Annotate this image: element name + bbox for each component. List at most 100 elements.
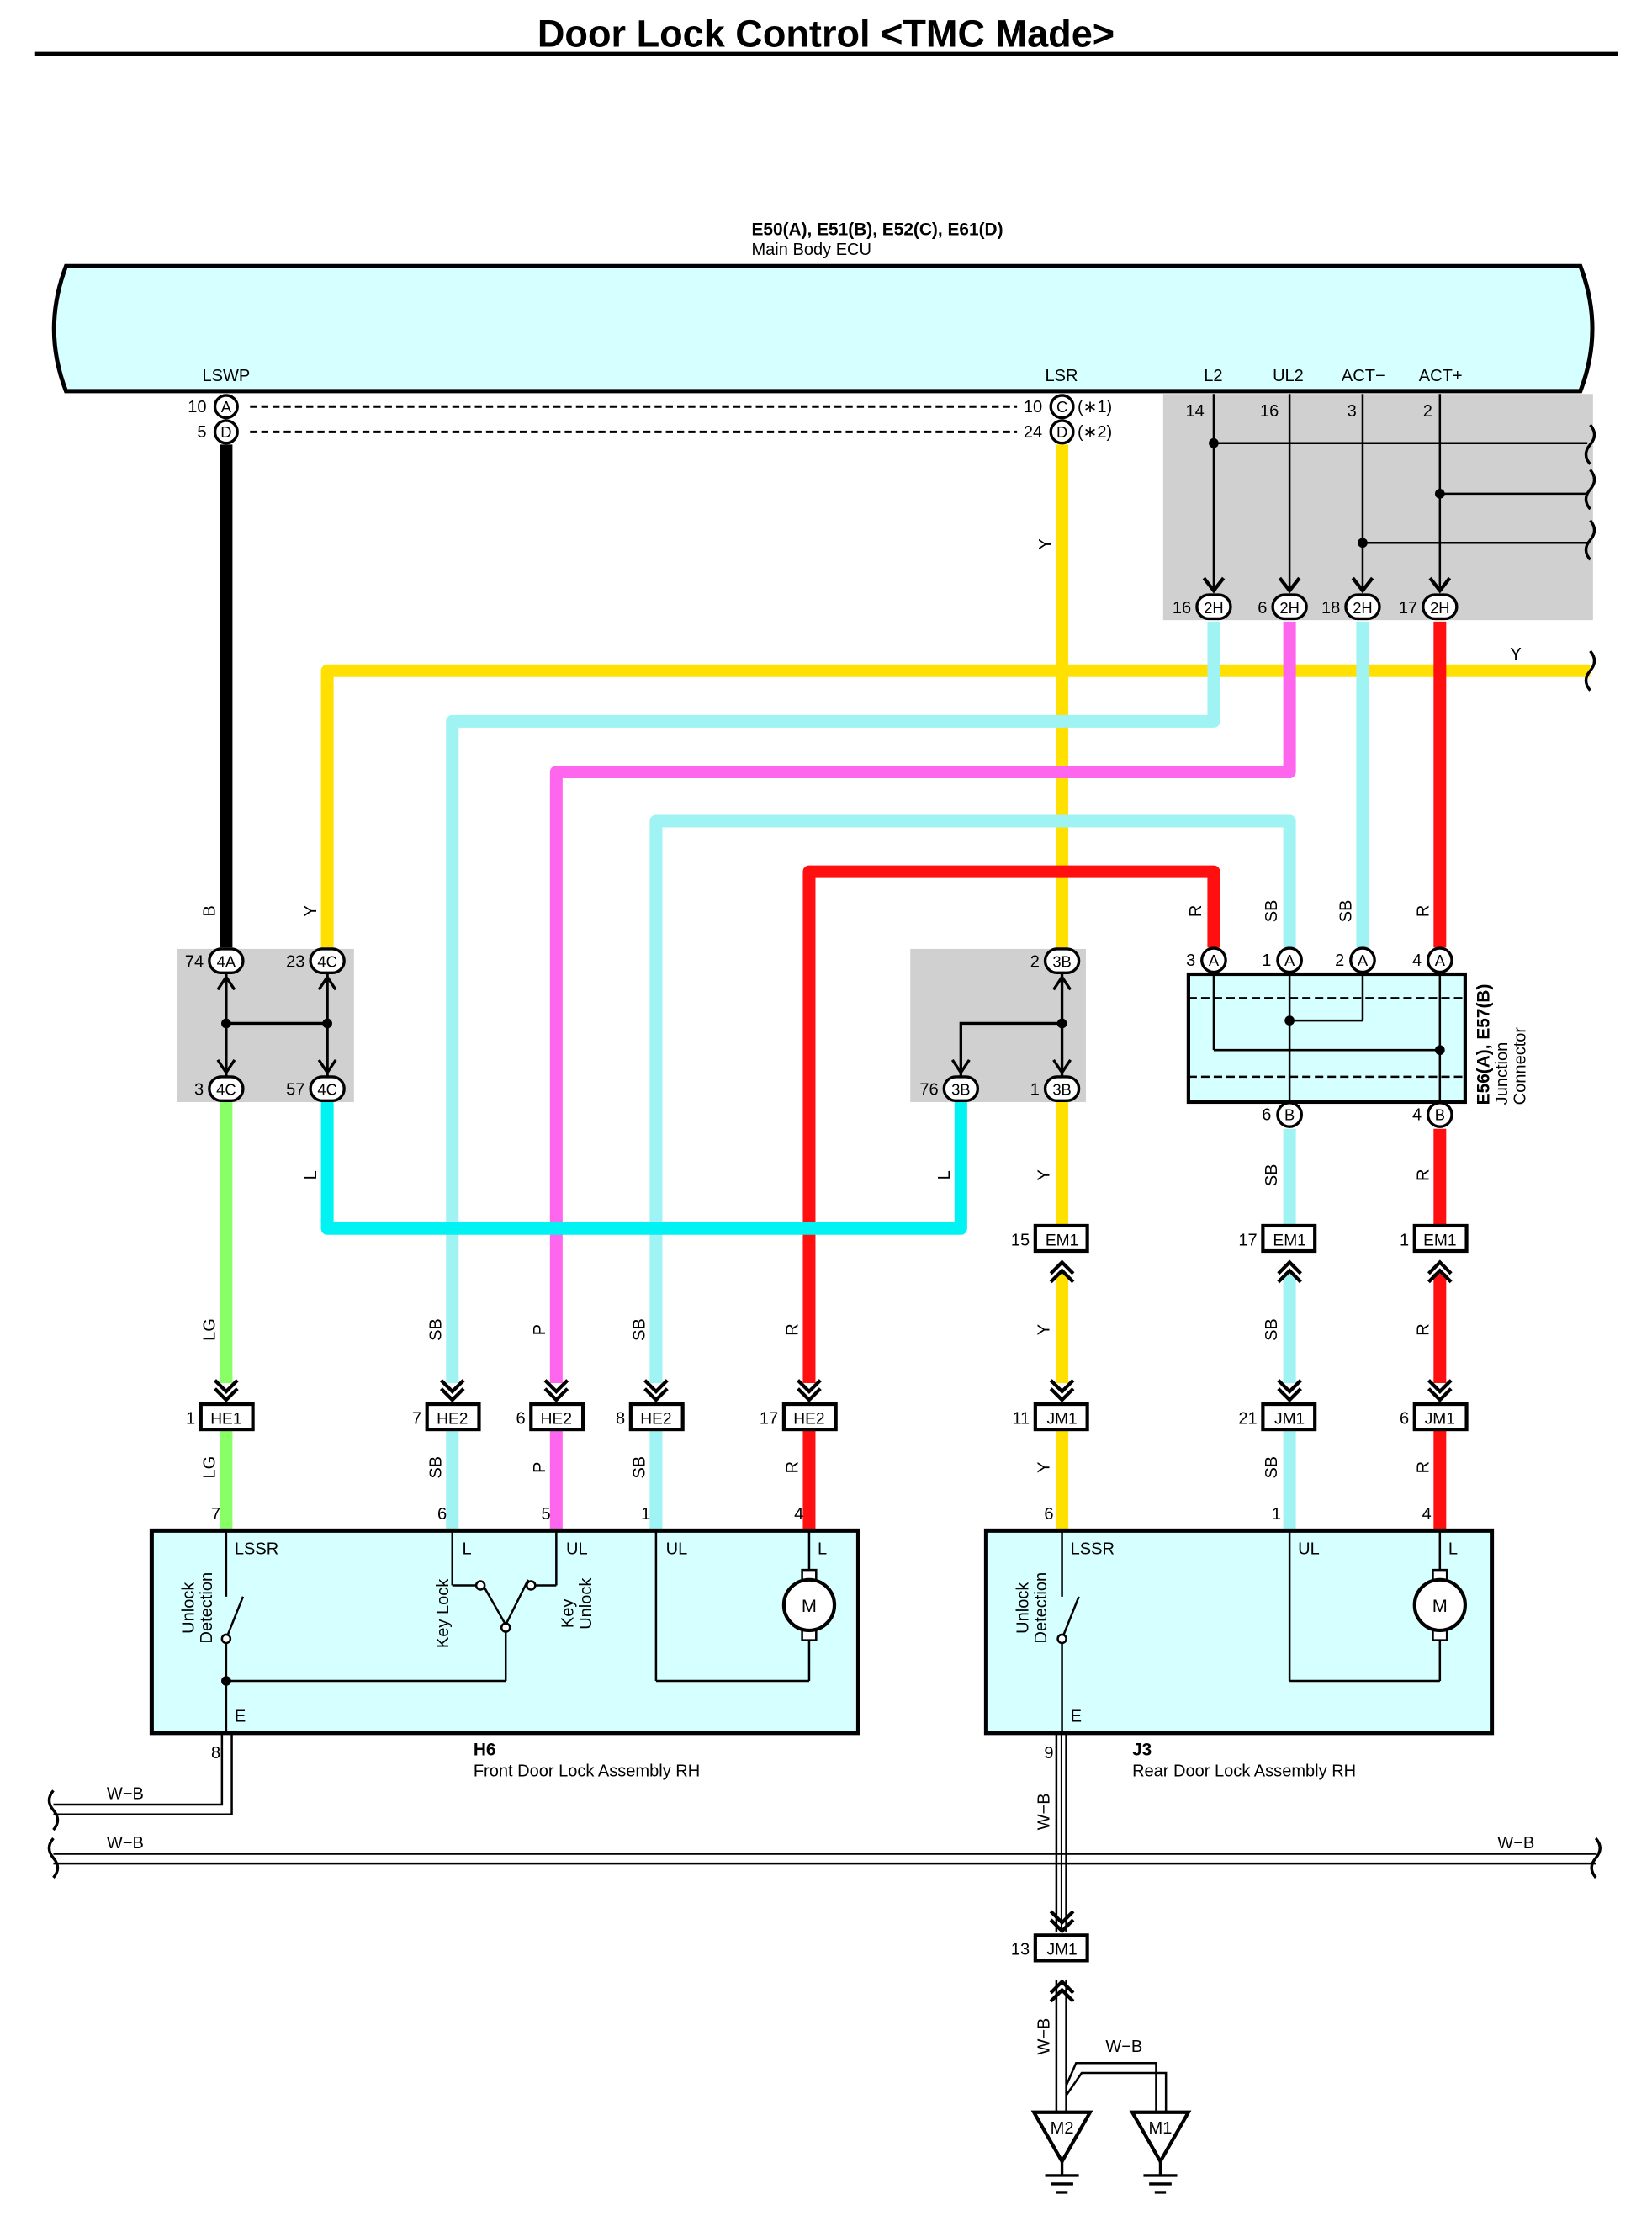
svg-text:LG: LG	[201, 1318, 220, 1341]
svg-text:EM1: EM1	[1273, 1232, 1305, 1249]
wire-wb-h6	[53, 1734, 224, 1806]
ecu-pin-a: A	[221, 398, 232, 416]
wire-label-wb-h6: W−B	[107, 1784, 144, 1803]
svg-text:1: 1	[1030, 1081, 1040, 1100]
svg-text:Detection: Detection	[1032, 1572, 1051, 1644]
svg-text:A: A	[1358, 951, 1369, 969]
svg-text:3B: 3B	[951, 1081, 970, 1099]
ecu-pin-lsr-d: 24	[1024, 423, 1042, 442]
svg-text:Key Lock: Key Lock	[434, 1578, 453, 1648]
ground-m1: M1	[1129, 2110, 1192, 2194]
wire-sb-a1	[649, 814, 1296, 1383]
svg-text:B: B	[1435, 1106, 1445, 1124]
svg-text:UL: UL	[1298, 1540, 1320, 1559]
svg-text:7: 7	[211, 1505, 220, 1524]
svg-text:3B: 3B	[1052, 953, 1071, 971]
svg-text:L: L	[462, 1540, 471, 1559]
ecu-pin-ul2: 16	[1260, 402, 1279, 421]
svg-text:17: 17	[760, 1409, 778, 1428]
svg-text:Front Door Lock Assembly RH: Front Door Lock Assembly RH	[474, 1762, 700, 1781]
wire-label-sb-a2: SB	[1337, 899, 1356, 922]
svg-text:3: 3	[194, 1081, 204, 1100]
ecu-term-l2: L2	[1204, 367, 1222, 385]
svg-text:EM1: EM1	[1423, 1232, 1456, 1249]
ecu-pin-lsr-c: 10	[1024, 398, 1042, 416]
svg-text:HE2: HE2	[437, 1410, 468, 1428]
svg-text:1: 1	[1400, 1231, 1409, 1249]
svg-text:2H: 2H	[1204, 599, 1223, 617]
svg-text:2H: 2H	[1430, 599, 1449, 617]
rear-door-lock-assembly: M LSSR UL L E Unlock Detection 6 1 4 9 J…	[983, 1505, 1495, 1781]
svg-text:7: 7	[412, 1409, 421, 1428]
svg-text:76: 76	[919, 1081, 938, 1100]
svg-text:LSSR: LSSR	[235, 1540, 278, 1559]
ecu-pin-l2: 14	[1186, 402, 1205, 421]
svg-text:J3: J3	[1132, 1741, 1152, 1760]
svg-text:SB: SB	[631, 1318, 649, 1341]
wire-wb-ground-m1	[1065, 2062, 1157, 2112]
svg-text:M1: M1	[1149, 2119, 1173, 2138]
wire-l	[320, 1101, 967, 1235]
svg-text:4C: 4C	[317, 953, 336, 971]
ecu-connectors: E50(A), E51(B), E52(C), E61(D)	[751, 220, 1003, 240]
svg-text:2: 2	[1335, 951, 1344, 970]
svg-text:4C: 4C	[317, 1081, 336, 1099]
ecu-pin-lswp-d: 5	[197, 423, 206, 442]
svg-text:UL: UL	[566, 1540, 588, 1559]
svg-text:74: 74	[185, 953, 204, 972]
main-body-ecu	[51, 263, 1595, 394]
wire-label-r-a4: R	[1414, 905, 1432, 917]
svg-text:JM1: JM1	[1425, 1410, 1455, 1428]
connector-row: HE1 HE2 HE2 HE2 HE2 JM1 JM1 JM1 1 7 6 8 …	[186, 1379, 1469, 1432]
svg-text:SB: SB	[1263, 1318, 1281, 1341]
svg-text:EM1: EM1	[1046, 1232, 1078, 1249]
svg-text:6: 6	[437, 1505, 447, 1524]
connector-3b: 3B 3B 3B 2 76 1	[919, 947, 1081, 1102]
svg-text:21: 21	[1238, 1409, 1257, 1428]
svg-text:1: 1	[1272, 1505, 1281, 1524]
svg-text:4C: 4C	[216, 1081, 236, 1099]
ecu-pin-lswp-a: 10	[188, 398, 206, 416]
wire-label-wb-j3: W−B	[1035, 1793, 1054, 1830]
svg-text:M2: M2	[1051, 2119, 1074, 2138]
ecu-name: Main Body ECU	[751, 241, 871, 259]
ecu-pin-act-minus: 3	[1348, 402, 1357, 421]
svg-text:4: 4	[1412, 951, 1422, 970]
svg-text:SB: SB	[426, 1318, 445, 1341]
wire-label-l-3b: L	[935, 1170, 954, 1179]
svg-text:4: 4	[1412, 1106, 1422, 1125]
wire-r-a3	[802, 865, 1220, 1383]
svg-text:4A: 4A	[217, 953, 236, 971]
svg-text:Key: Key	[559, 1599, 577, 1629]
svg-text:E56(A), E57(B): E56(A), E57(B)	[1474, 984, 1493, 1105]
svg-text:13: 13	[1011, 1941, 1030, 1959]
svg-text:1: 1	[186, 1409, 195, 1428]
wire-sb-l2	[446, 621, 1220, 1383]
wire-y-top	[320, 664, 1591, 948]
svg-text:6: 6	[1262, 1106, 1271, 1125]
ground-m2: M2	[1030, 2110, 1093, 2194]
connector-2h: 2H 2H 2H 2H 16 6 18 17	[1173, 576, 1459, 621]
wire-label-wb-bus-left: W−B	[107, 1834, 144, 1853]
svg-text:6: 6	[1258, 599, 1267, 618]
svg-text:HE2: HE2	[640, 1410, 671, 1428]
svg-text:P: P	[531, 1462, 549, 1473]
svg-text:18: 18	[1321, 599, 1340, 618]
svg-text:2: 2	[1030, 953, 1040, 972]
svg-text:8: 8	[616, 1409, 625, 1428]
svg-text:57: 57	[286, 1081, 304, 1100]
svg-text:Unlock: Unlock	[1014, 1582, 1032, 1634]
svg-text:R: R	[1414, 1323, 1432, 1335]
svg-text:HE2: HE2	[541, 1410, 572, 1428]
svg-text:17: 17	[1399, 599, 1417, 618]
ecu-pin-d: D	[220, 423, 231, 441]
svg-text:6: 6	[1044, 1505, 1053, 1524]
ecu-note-1: (∗1)	[1078, 398, 1112, 416]
wire-label-y-4c: Y	[302, 905, 320, 916]
svg-text:2H: 2H	[1279, 599, 1299, 617]
motor-icon: M	[1432, 1595, 1448, 1616]
svg-text:UL: UL	[666, 1540, 688, 1559]
svg-text:1: 1	[641, 1505, 650, 1524]
wire-label-r-a3: R	[1187, 905, 1205, 917]
svg-text:A: A	[1284, 951, 1295, 969]
